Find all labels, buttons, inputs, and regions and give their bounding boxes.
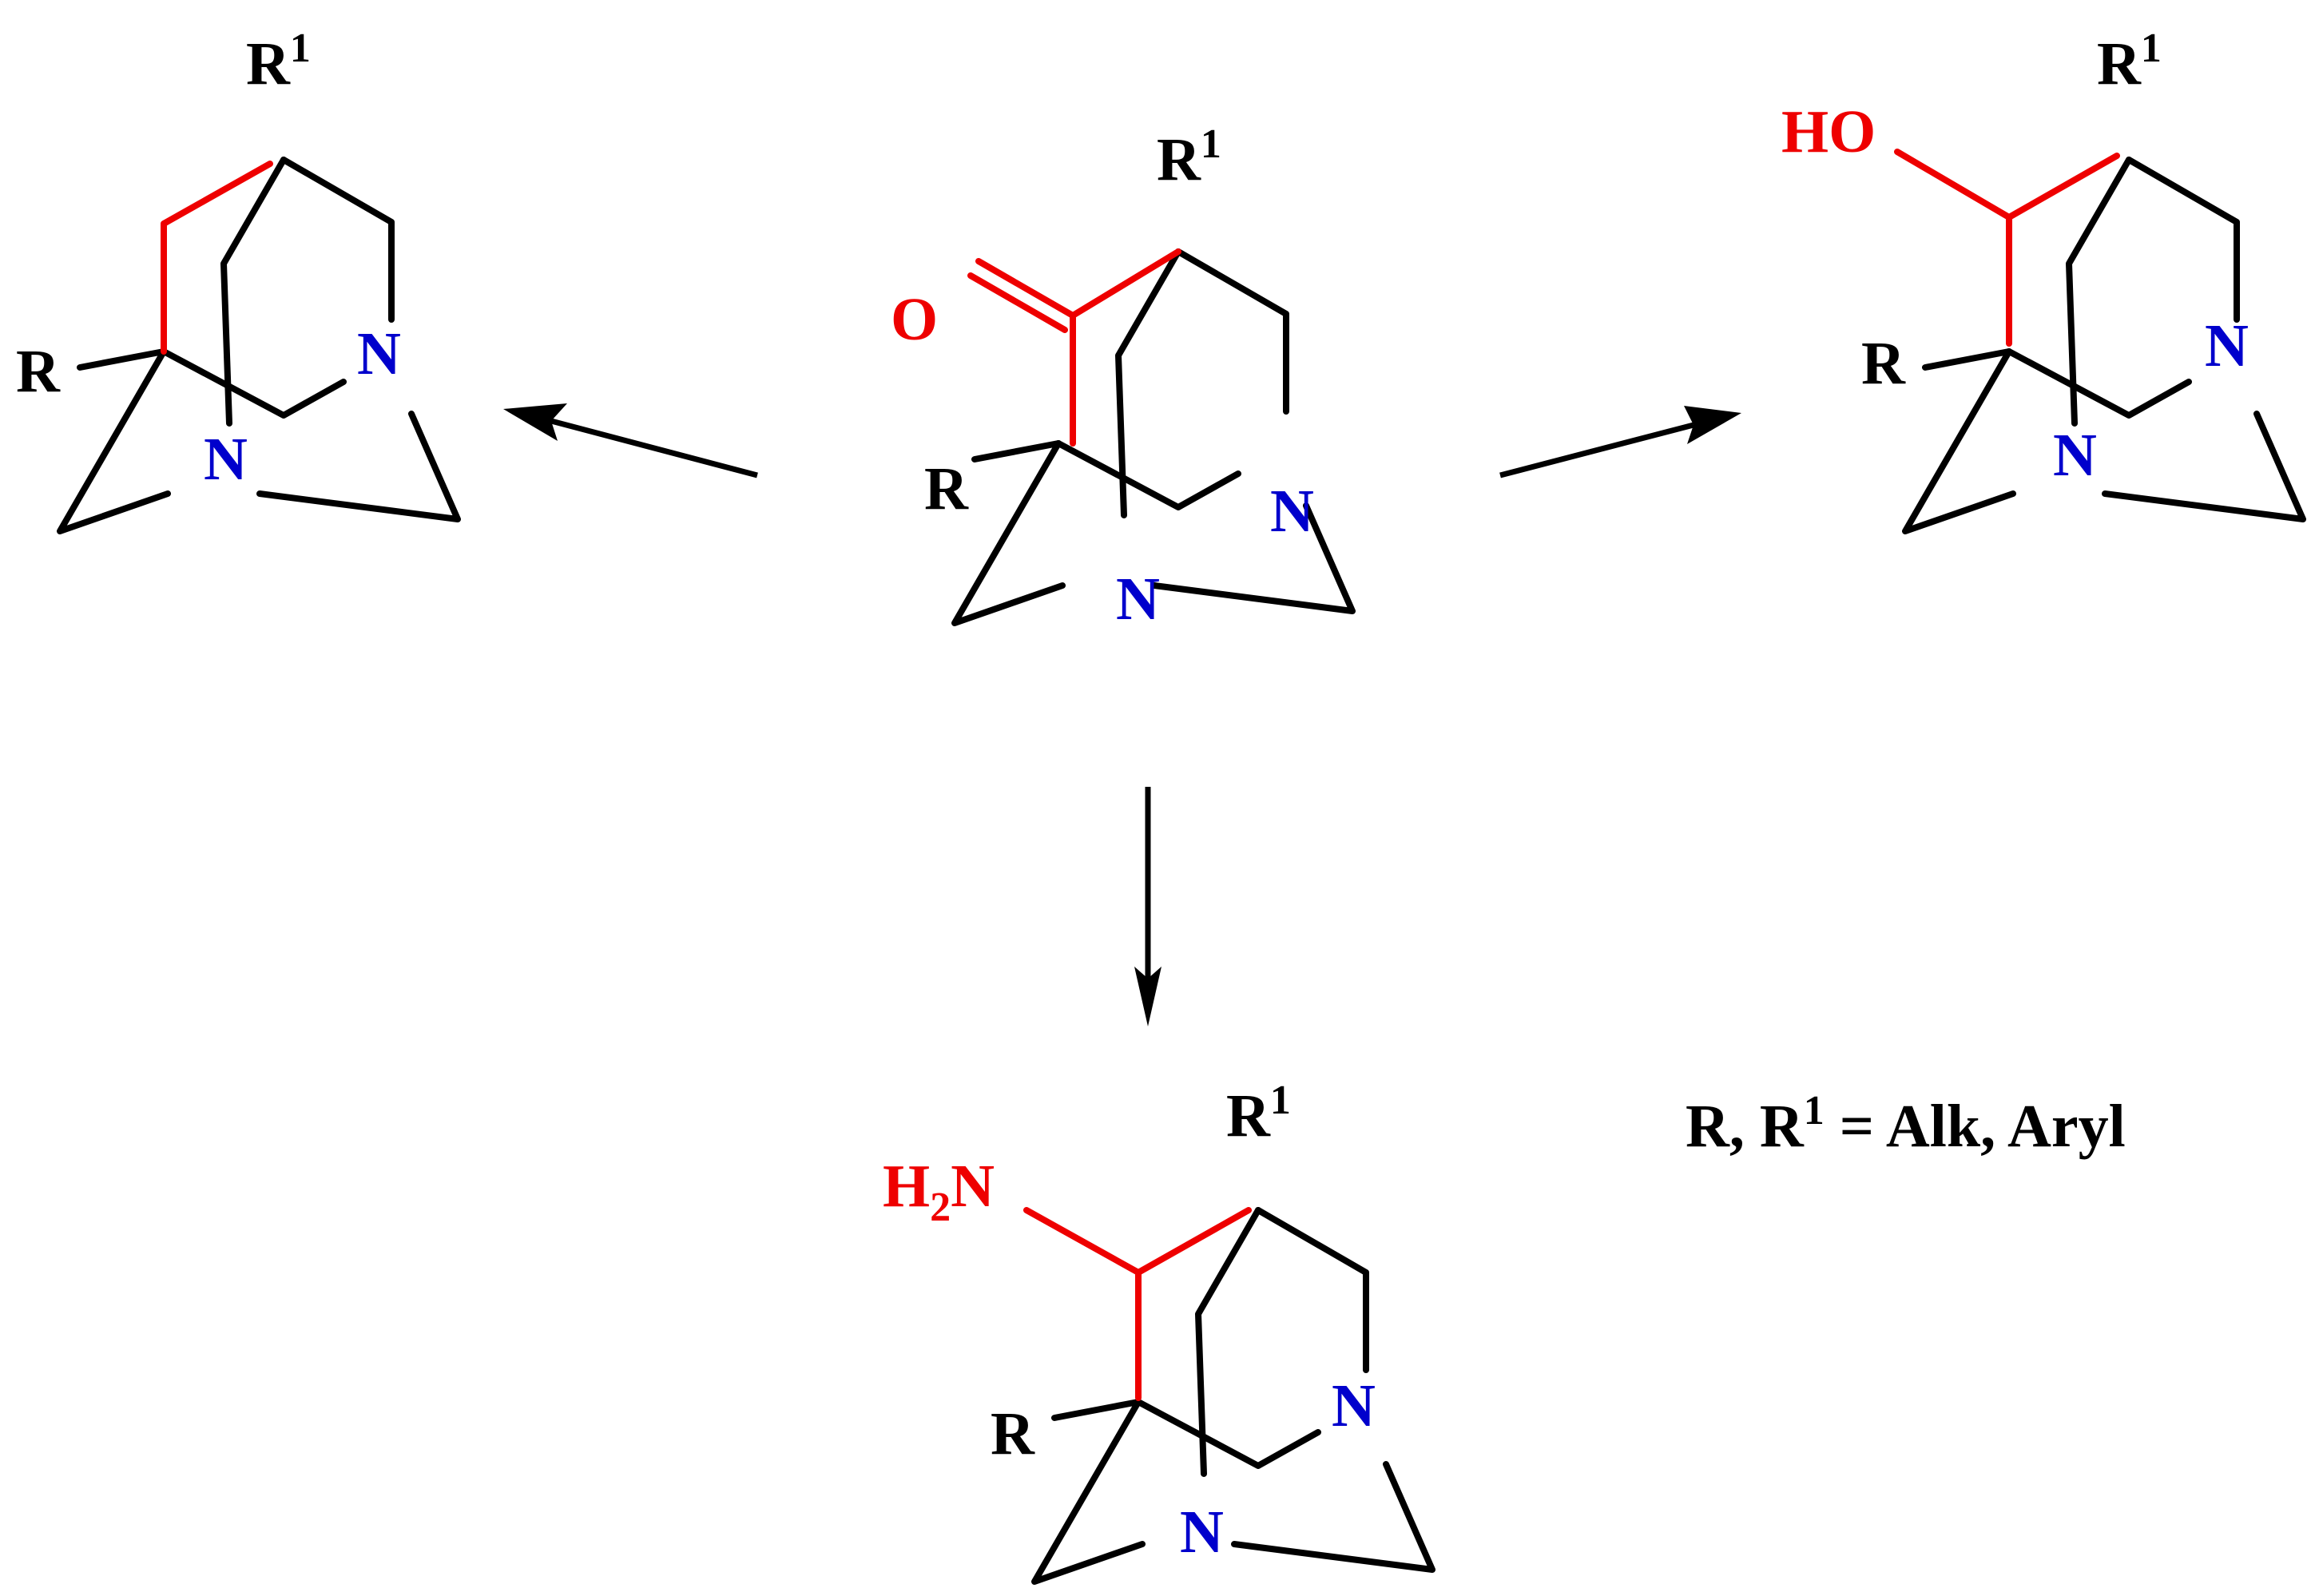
alcohol-ring-bonds — [2006, 153, 2120, 347]
amino-label: H2N — [883, 1153, 995, 1230]
r-label: R — [924, 455, 969, 522]
ketone-starting-material: O R R1 N N — [891, 121, 1352, 633]
arrow-down — [1134, 787, 1161, 1026]
arrow-left — [503, 403, 758, 478]
alcohol-product: HO R R1 N N — [1781, 26, 2303, 531]
nitrogen-label-right: N — [1270, 478, 1314, 545]
r-label: R — [1861, 330, 1906, 397]
carbonyl-double-bond — [967, 258, 1076, 333]
r-label: R — [16, 338, 61, 405]
r1-label: R1 — [1157, 121, 1221, 193]
nitrogen-label-right: N — [357, 320, 401, 387]
oxygen-label: O — [891, 286, 938, 353]
arrow-right — [1499, 406, 1741, 478]
amine-ring-bonds — [1135, 1207, 1252, 1401]
c-o-bond — [1894, 149, 2012, 220]
nitrogen-label-bottom: N — [2053, 422, 2097, 489]
substituent-legend: R, R1 = Alk, Aryl — [1686, 1088, 2126, 1160]
r-label: R — [991, 1400, 1035, 1467]
nitrogen-label-right: N — [2205, 312, 2249, 379]
r1-label: R1 — [2097, 26, 2162, 97]
methylene-bonds — [161, 161, 273, 355]
r1-label: R1 — [1226, 1078, 1291, 1149]
nitrogen-label-bottom: N — [204, 426, 248, 493]
nitrogen-label-bottom: N — [1116, 566, 1160, 633]
amine-product: H2N R R1 N N — [883, 1078, 1432, 1582]
hydroxyl-label: HO — [1781, 98, 1876, 165]
r1-label: R1 — [246, 26, 311, 97]
c-n-bond — [1023, 1207, 1142, 1276]
methylene-product: R R1 N N — [16, 26, 458, 531]
nitrogen-label-bottom: N — [1180, 1499, 1224, 1566]
nitrogen-label-right: N — [1332, 1372, 1376, 1439]
